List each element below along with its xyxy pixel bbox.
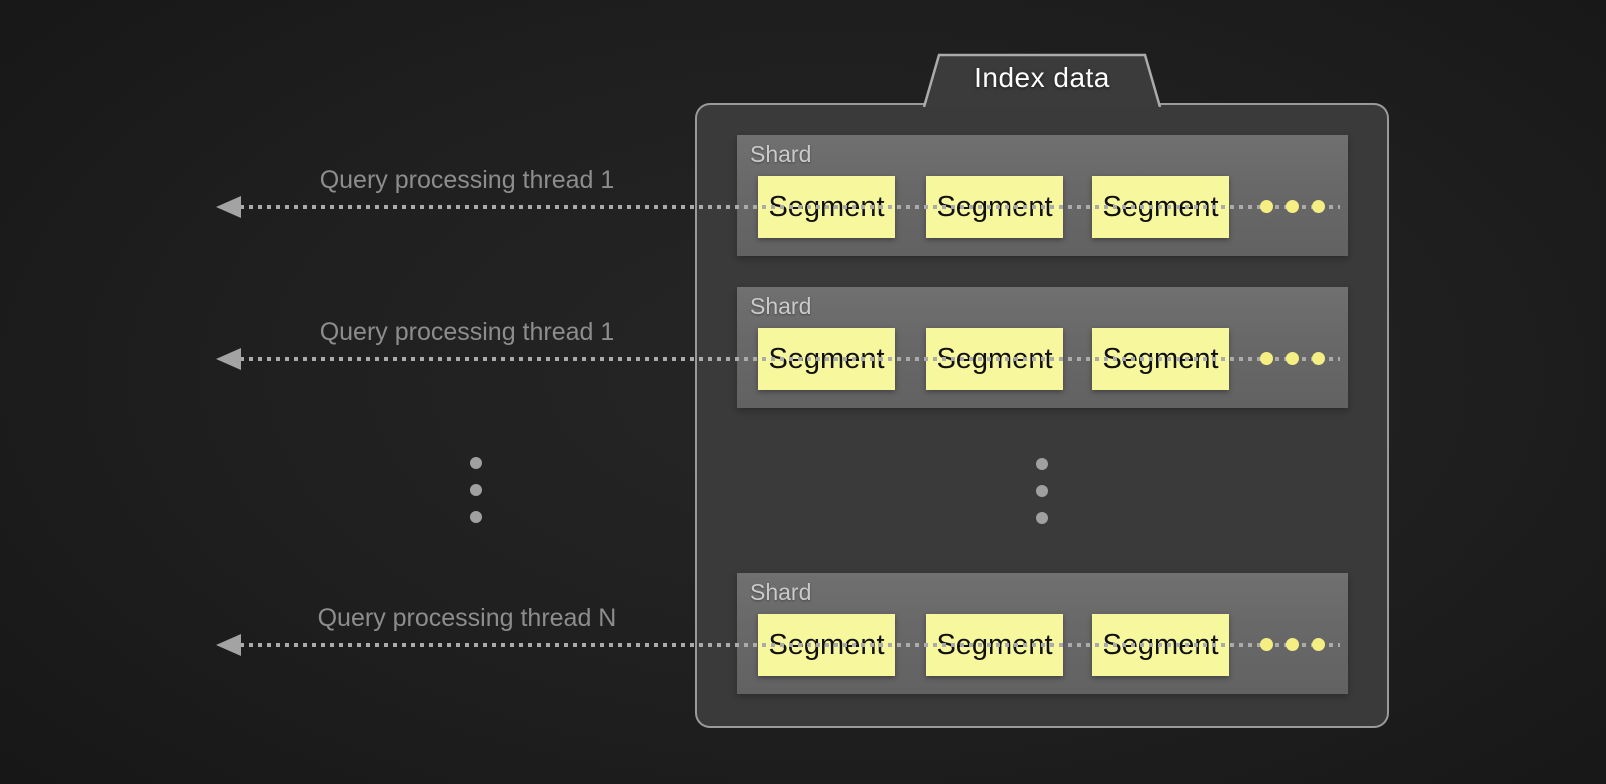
horizontal-ellipsis-icon [1312, 200, 1325, 213]
horizontal-ellipsis-icon [1260, 638, 1273, 651]
index-data-tab [922, 53, 1162, 107]
shard-box-2: Shard Segment Segment Segment [737, 287, 1348, 408]
dotted-query-line-1 [240, 205, 1340, 209]
ellipsis-dot [470, 457, 482, 469]
horizontal-ellipsis-icon [1286, 638, 1299, 651]
shard-label: Shard [750, 293, 812, 319]
horizontal-ellipsis-icon [1286, 200, 1299, 213]
vertical-ellipsis-icon [1036, 458, 1048, 524]
shard-box-1: Shard Segment Segment Segment [737, 135, 1348, 256]
ellipsis-dot [1036, 485, 1048, 497]
dotted-query-line-3 [240, 643, 1340, 647]
horizontal-ellipsis-icon [1312, 638, 1325, 651]
thread-label-1: Query processing thread 1 [319, 166, 615, 194]
thread-label-3: Query processing thread N [317, 604, 617, 632]
tab-title: Index data [974, 62, 1110, 93]
vertical-ellipsis-icon [470, 457, 482, 523]
shard-label: Shard [750, 141, 812, 167]
ellipsis-dot [1036, 458, 1048, 470]
shard-label: Shard [750, 579, 812, 605]
ellipsis-dot [470, 484, 482, 496]
ellipsis-dot [470, 511, 482, 523]
horizontal-ellipsis-icon [1286, 352, 1299, 365]
shard-box-3: Shard Segment Segment Segment [737, 573, 1348, 694]
dotted-query-line-2 [240, 357, 1340, 361]
horizontal-ellipsis-icon [1260, 200, 1273, 213]
left-arrow-icon [216, 348, 241, 370]
left-arrow-icon [216, 634, 241, 656]
horizontal-ellipsis-icon [1260, 352, 1273, 365]
thread-label-2: Query processing thread 1 [319, 318, 615, 346]
left-arrow-icon [216, 196, 241, 218]
horizontal-ellipsis-icon [1312, 352, 1325, 365]
ellipsis-dot [1036, 512, 1048, 524]
